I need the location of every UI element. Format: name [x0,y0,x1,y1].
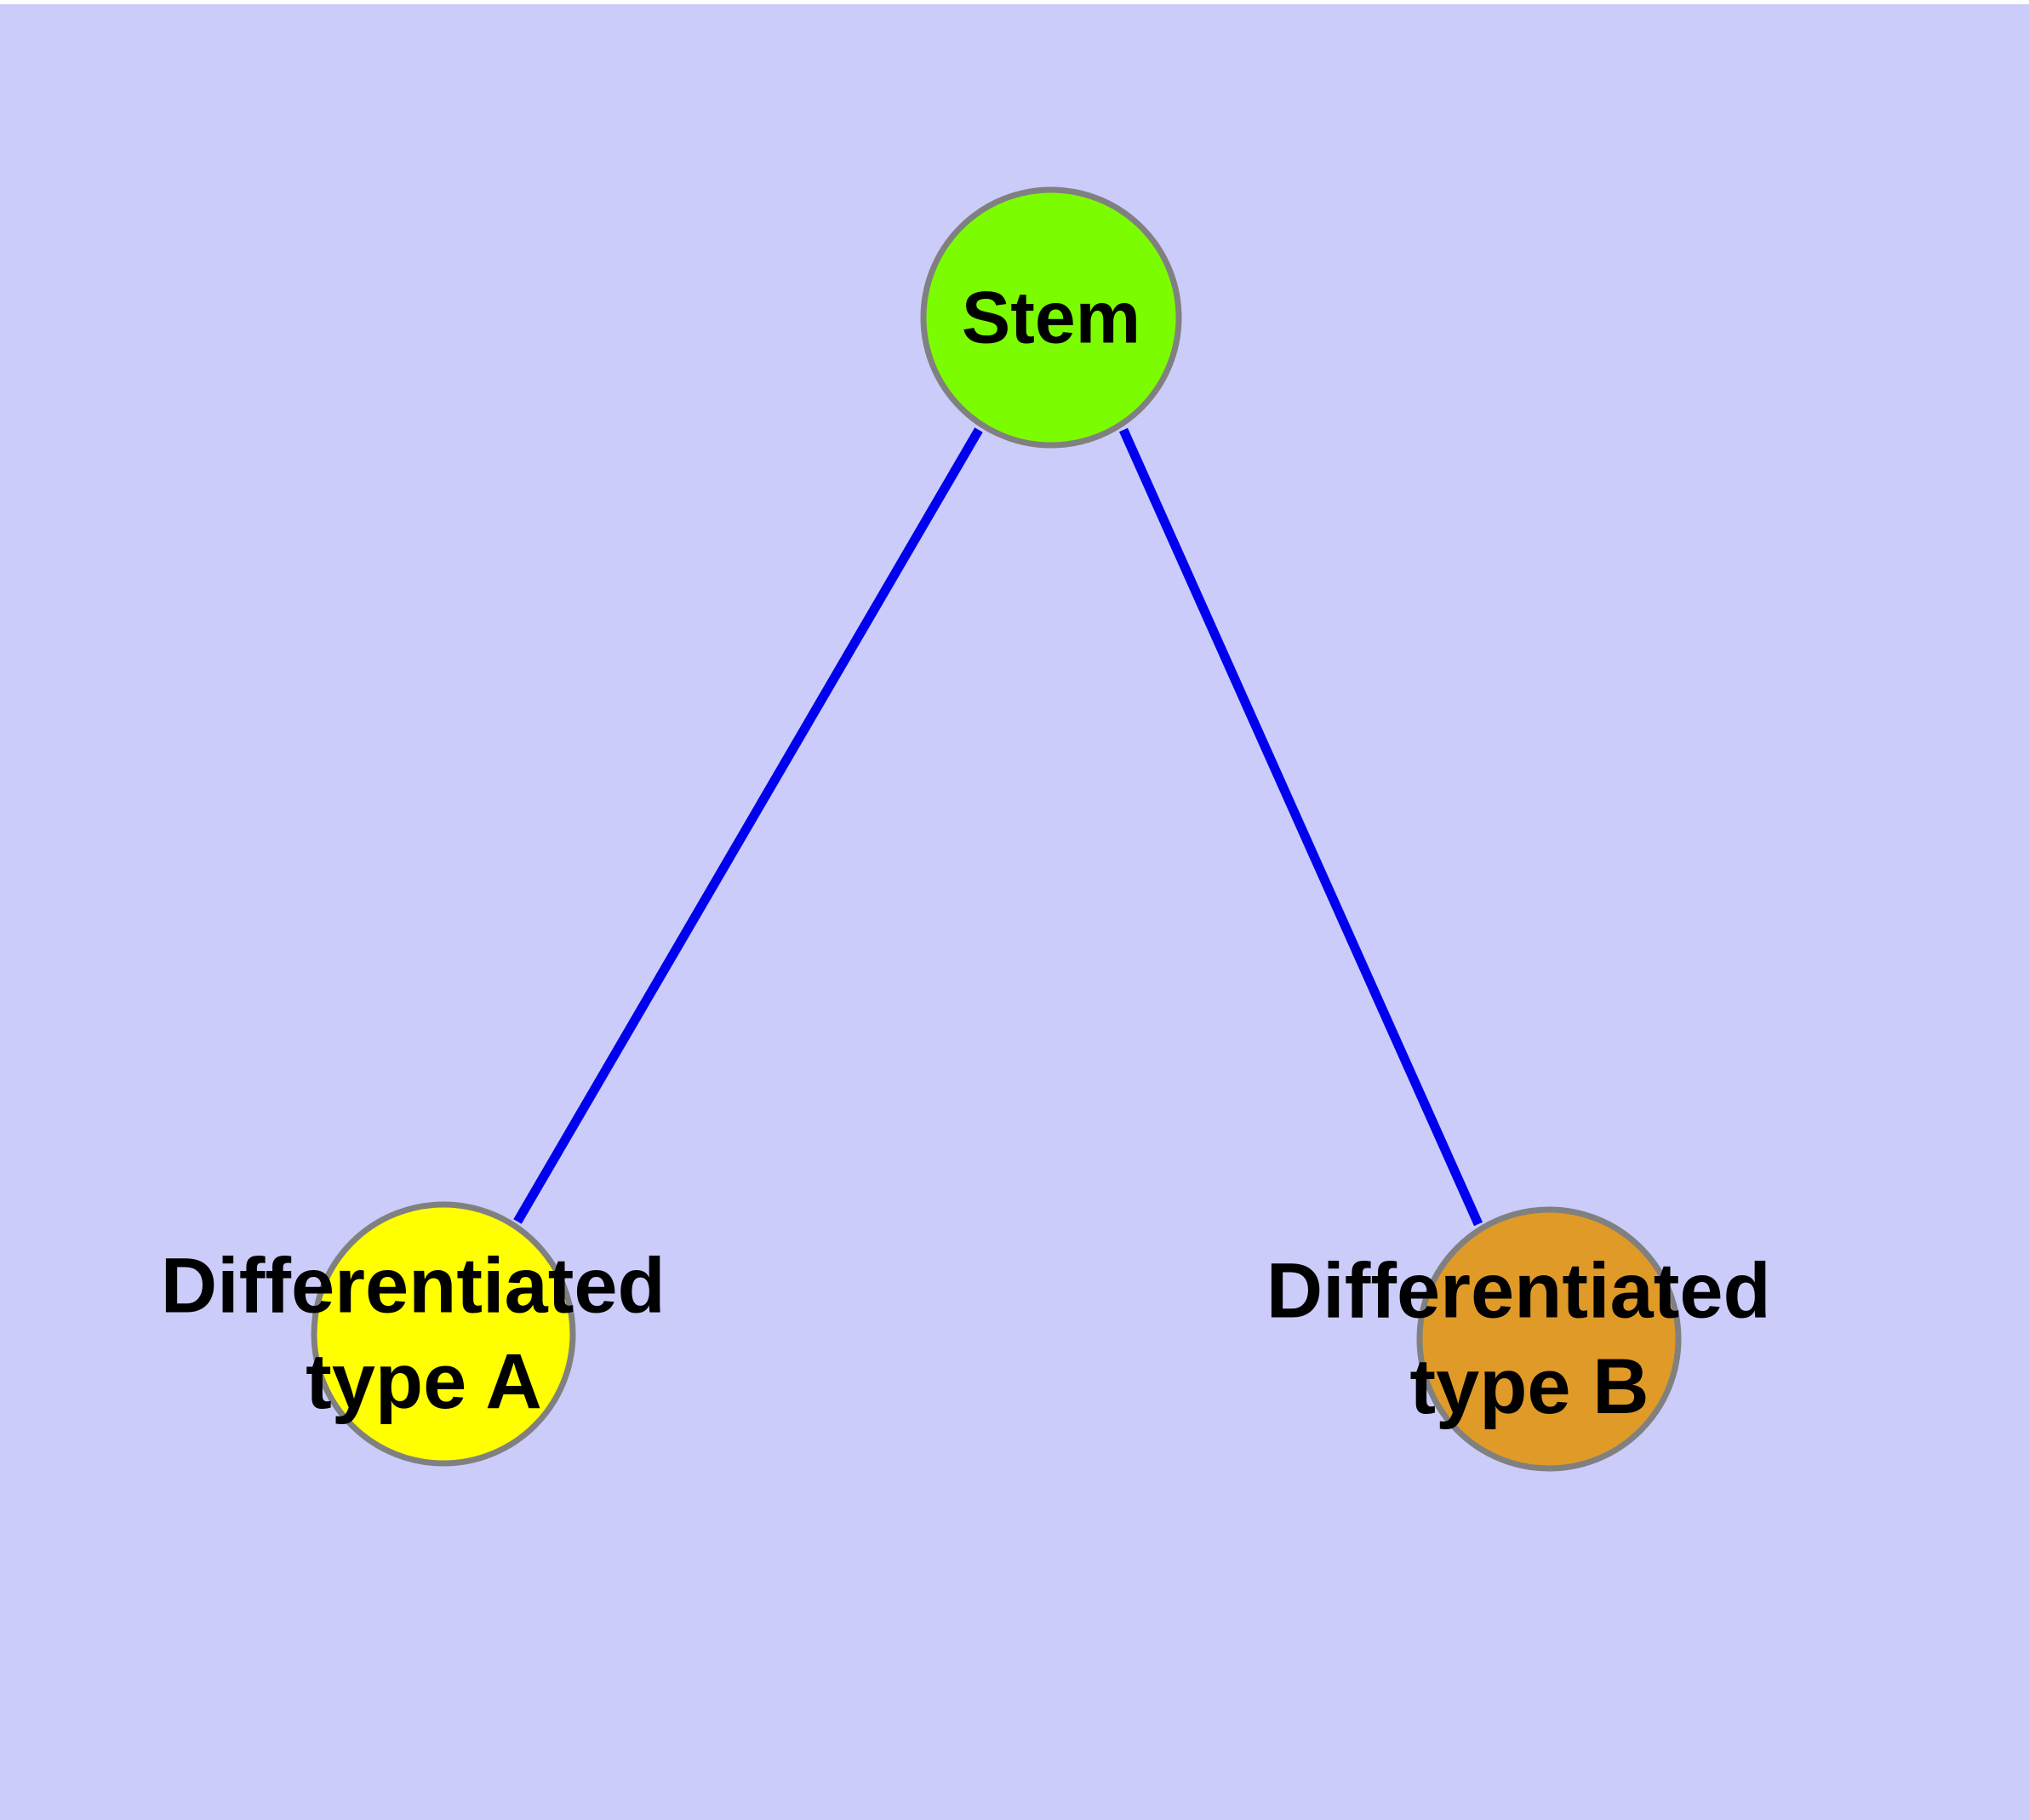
node-label-diff-b: Differentiated type B [1266,1242,1793,1430]
edge-stem-to-diff-b [1118,427,1483,1227]
node-circle-diff-b[interactable] [1416,1206,1682,1472]
node-label-diff-a-line-2: type A [306,1338,542,1425]
node-label-stem: Stem [962,277,1140,358]
node-stem[interactable] [920,186,1182,449]
node-diff-a[interactable] [311,1201,576,1467]
edges-group [513,427,1483,1227]
node-label-diff-b-line-2: type B [1409,1343,1649,1430]
node-label-diff-a-line-1: Differentiated [161,1243,666,1330]
node-label-diff-a: Differentiated type A [161,1237,688,1425]
nodes-group [311,186,1682,1472]
node-circle-diff-a[interactable] [311,1201,576,1467]
node-label-diff-b-line-1: Differentiated [1266,1248,1771,1335]
node-diff-b[interactable] [1416,1206,1682,1472]
node-circle-stem[interactable] [920,186,1182,449]
node-label-stem-line-1: Stem [962,277,1140,358]
edge-stem-to-diff-a [513,427,983,1224]
labels-group: Differentiated type A Differentiated typ… [161,277,1793,1430]
